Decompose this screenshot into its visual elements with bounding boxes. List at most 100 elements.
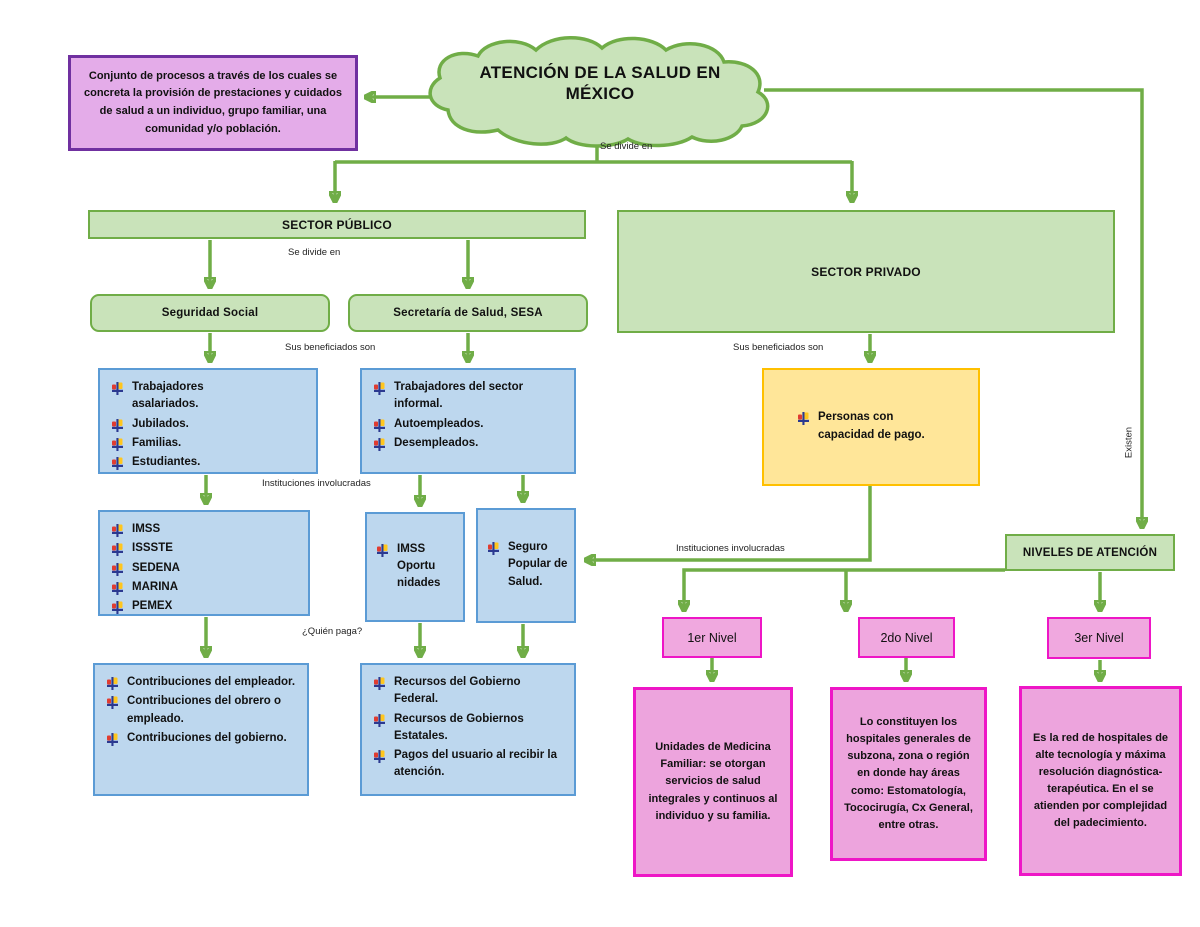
list-item: Seguro Popular de Salud. — [488, 539, 568, 591]
instituciones-seguridad-social-box: IMSS ISSSTE SEDENA MARINA PEMEX — [98, 510, 310, 616]
secretaria-salud-title: Secretaría de Salud, SESA — [393, 307, 543, 319]
list-item: Contribuciones del empleador. — [107, 674, 299, 691]
picture-bullet-icon — [374, 677, 385, 709]
list-item: IMSS — [112, 521, 300, 538]
seguridad-social-title: Seguridad Social — [161, 307, 259, 319]
recursos-sesa-box: Recursos del Gobierno Federal. Recursos d… — [360, 663, 576, 796]
imss-oportunidades-box: IMSS Oportu nidades — [365, 512, 465, 622]
niveles-atencion-title: NIVELES DE ATENCIÓN — [1022, 546, 1158, 559]
list-item-text: Estudiantes. — [132, 456, 201, 468]
list-item: Estudiantes. — [112, 454, 270, 471]
picture-bullet-icon — [374, 418, 385, 433]
picture-bullet-icon — [377, 543, 388, 593]
picture-bullet-icon — [112, 418, 123, 433]
list-item-text: Jubilados. — [132, 417, 189, 430]
seguridad-social-box: Seguridad Social — [90, 294, 330, 332]
label-beneficiados-publico: Sus beneficiados son — [285, 342, 376, 353]
picture-bullet-icon — [798, 412, 809, 444]
nivel-3-box: 3er Nivel — [1047, 617, 1151, 659]
connector — [684, 568, 1005, 610]
list-item-text: Recursos del Gobierno Federal. — [394, 676, 521, 706]
picture-bullet-icon — [112, 543, 123, 557]
nivel-3-label: 3er Nivel — [1074, 631, 1124, 645]
list-item: MARINA — [112, 579, 300, 596]
list-item: Jubilados. — [112, 416, 270, 433]
picture-bullet-icon — [112, 562, 123, 577]
list-item: Contribuciones del obrero o empleado. — [107, 693, 299, 728]
beneficiarios-sesa-box: Trabajadores del sector informal. Autoemp… — [360, 368, 576, 474]
definition-text: Conjunto de procesos a través de los cua… — [84, 69, 342, 135]
list-item-text: IMSS — [132, 523, 161, 535]
list-item-text: Contribuciones del empleador. — [127, 676, 296, 688]
picture-bullet-icon — [112, 581, 123, 596]
picture-bullet-icon — [112, 382, 123, 414]
list-item-text: Recursos de Gobiernos Estatales. — [394, 712, 524, 742]
list-item: PEMEX — [112, 598, 300, 615]
label-beneficiados-privado: Sus beneficiados son — [733, 342, 824, 353]
nivel-2-description: Lo constituyen los hospitales generales … — [844, 716, 973, 831]
secretaria-salud-box: Secretaría de Salud, SESA — [348, 294, 588, 332]
list-item-text: ISSSTE — [132, 542, 173, 555]
quien-paga-seguridad-social-box: Contribuciones del empleador. Contribucio… — [93, 663, 309, 796]
sector-privado-box: SECTOR PRIVADO — [617, 210, 1115, 333]
nivel-3-description: Es la red de hospitales de alte tecnolog… — [1032, 731, 1169, 830]
cloud-shape — [428, 36, 770, 148]
nivel-1-label: 1er Nivel — [687, 630, 737, 645]
beneficiarios-seguridad-social-box: Trabajadores asalariados. Jubilados. Famil… — [98, 368, 318, 474]
picture-bullet-icon — [112, 524, 123, 538]
list-item-text: Trabajadores del sector informal. — [394, 381, 524, 411]
list-item: Recursos del Gobierno Federal. — [374, 674, 566, 709]
list-item-text: Pagos del usuario al recibir la atención… — [394, 749, 557, 779]
personas-capacidad-pago-box: Personas con capacidad de pago. — [762, 368, 980, 486]
list-item: Desempleados. — [374, 435, 566, 452]
label-existen: Existen — [1123, 426, 1135, 459]
niveles-atencion-box: NIVELES DE ATENCIÓN — [1005, 534, 1175, 571]
picture-bullet-icon — [374, 750, 385, 782]
picture-bullet-icon — [112, 437, 123, 452]
list-item-text: Seguro Popular de Salud. — [508, 541, 568, 588]
list-item: SEDENA — [112, 560, 300, 577]
list-item: Familias. — [112, 435, 270, 452]
nivel-1-box: 1er Nivel — [662, 617, 762, 658]
picture-bullet-icon — [374, 437, 385, 452]
nivel-1-description: Unidades de Medicina Familiar: se otorga… — [648, 741, 778, 822]
picture-bullet-icon — [107, 732, 118, 747]
list-item: Trabajadores del sector informal. — [374, 379, 566, 414]
list-item-text: Autoempleados. — [394, 417, 484, 430]
title-cloud: ATENCIÓN DE LA SALUD EN MÉXICO — [420, 36, 780, 148]
list-item: ISSSTE — [112, 540, 300, 557]
list-item-text: MARINA — [132, 580, 178, 593]
list-item: Autoempleados. — [374, 416, 566, 433]
nivel-3-description-box: Es la red de hospitales de alte tecnolog… — [1019, 686, 1182, 876]
list-item: IMSS Oportu nidades — [377, 541, 457, 593]
nivel-2-box: 2do Nivel — [858, 617, 955, 658]
definition-box: Conjunto de procesos a través de los cua… — [68, 55, 358, 151]
label-instituciones-publico: Instituciones involucradas — [262, 478, 371, 489]
list-item-text: Contribuciones del gobierno. — [127, 731, 287, 744]
label-quien-paga: ¿Quién paga? — [302, 626, 363, 637]
list-item-text: SEDENA — [132, 561, 180, 574]
list-item-text: Familias. — [132, 436, 182, 449]
list-item-text: Trabajadores asalariados. — [132, 381, 204, 411]
list-item-text: IMSS Oportu nidades — [397, 542, 441, 590]
list-item-text: Desempleados. — [394, 436, 479, 449]
list-item-text: Contribuciones del obrero o empleado. — [127, 695, 281, 725]
picture-bullet-icon — [488, 542, 499, 591]
label-se-divide-en-publico: Se divide en — [288, 247, 341, 258]
list-item: Trabajadores asalariados. — [112, 379, 270, 414]
list-item: Contribuciones del gobierno. — [107, 730, 299, 747]
picture-bullet-icon — [107, 677, 118, 691]
list-item: Recursos de Gobiernos Estatales. — [374, 711, 566, 746]
seguro-popular-box: Seguro Popular de Salud. — [476, 508, 576, 623]
picture-bullet-icon — [112, 457, 123, 471]
list-item-text: Personas con capacidad de pago. — [818, 411, 925, 441]
page-title: ATENCIÓN DE LA SALUD EN MÉXICO — [479, 63, 721, 104]
nivel-1-description-box: Unidades de Medicina Familiar: se otorga… — [633, 687, 793, 877]
sector-privado-title: SECTOR PRIVADO — [811, 264, 921, 279]
picture-bullet-icon — [107, 696, 118, 728]
sector-publico-title: SECTOR PÚBLICO — [282, 217, 392, 232]
picture-bullet-icon — [112, 601, 123, 615]
label-se-divide-en-top: Se divide en — [600, 141, 653, 152]
nivel-2-description-box: Lo constituyen los hospitales generales … — [830, 687, 987, 861]
nivel-2-label: 2do Nivel — [880, 630, 933, 645]
